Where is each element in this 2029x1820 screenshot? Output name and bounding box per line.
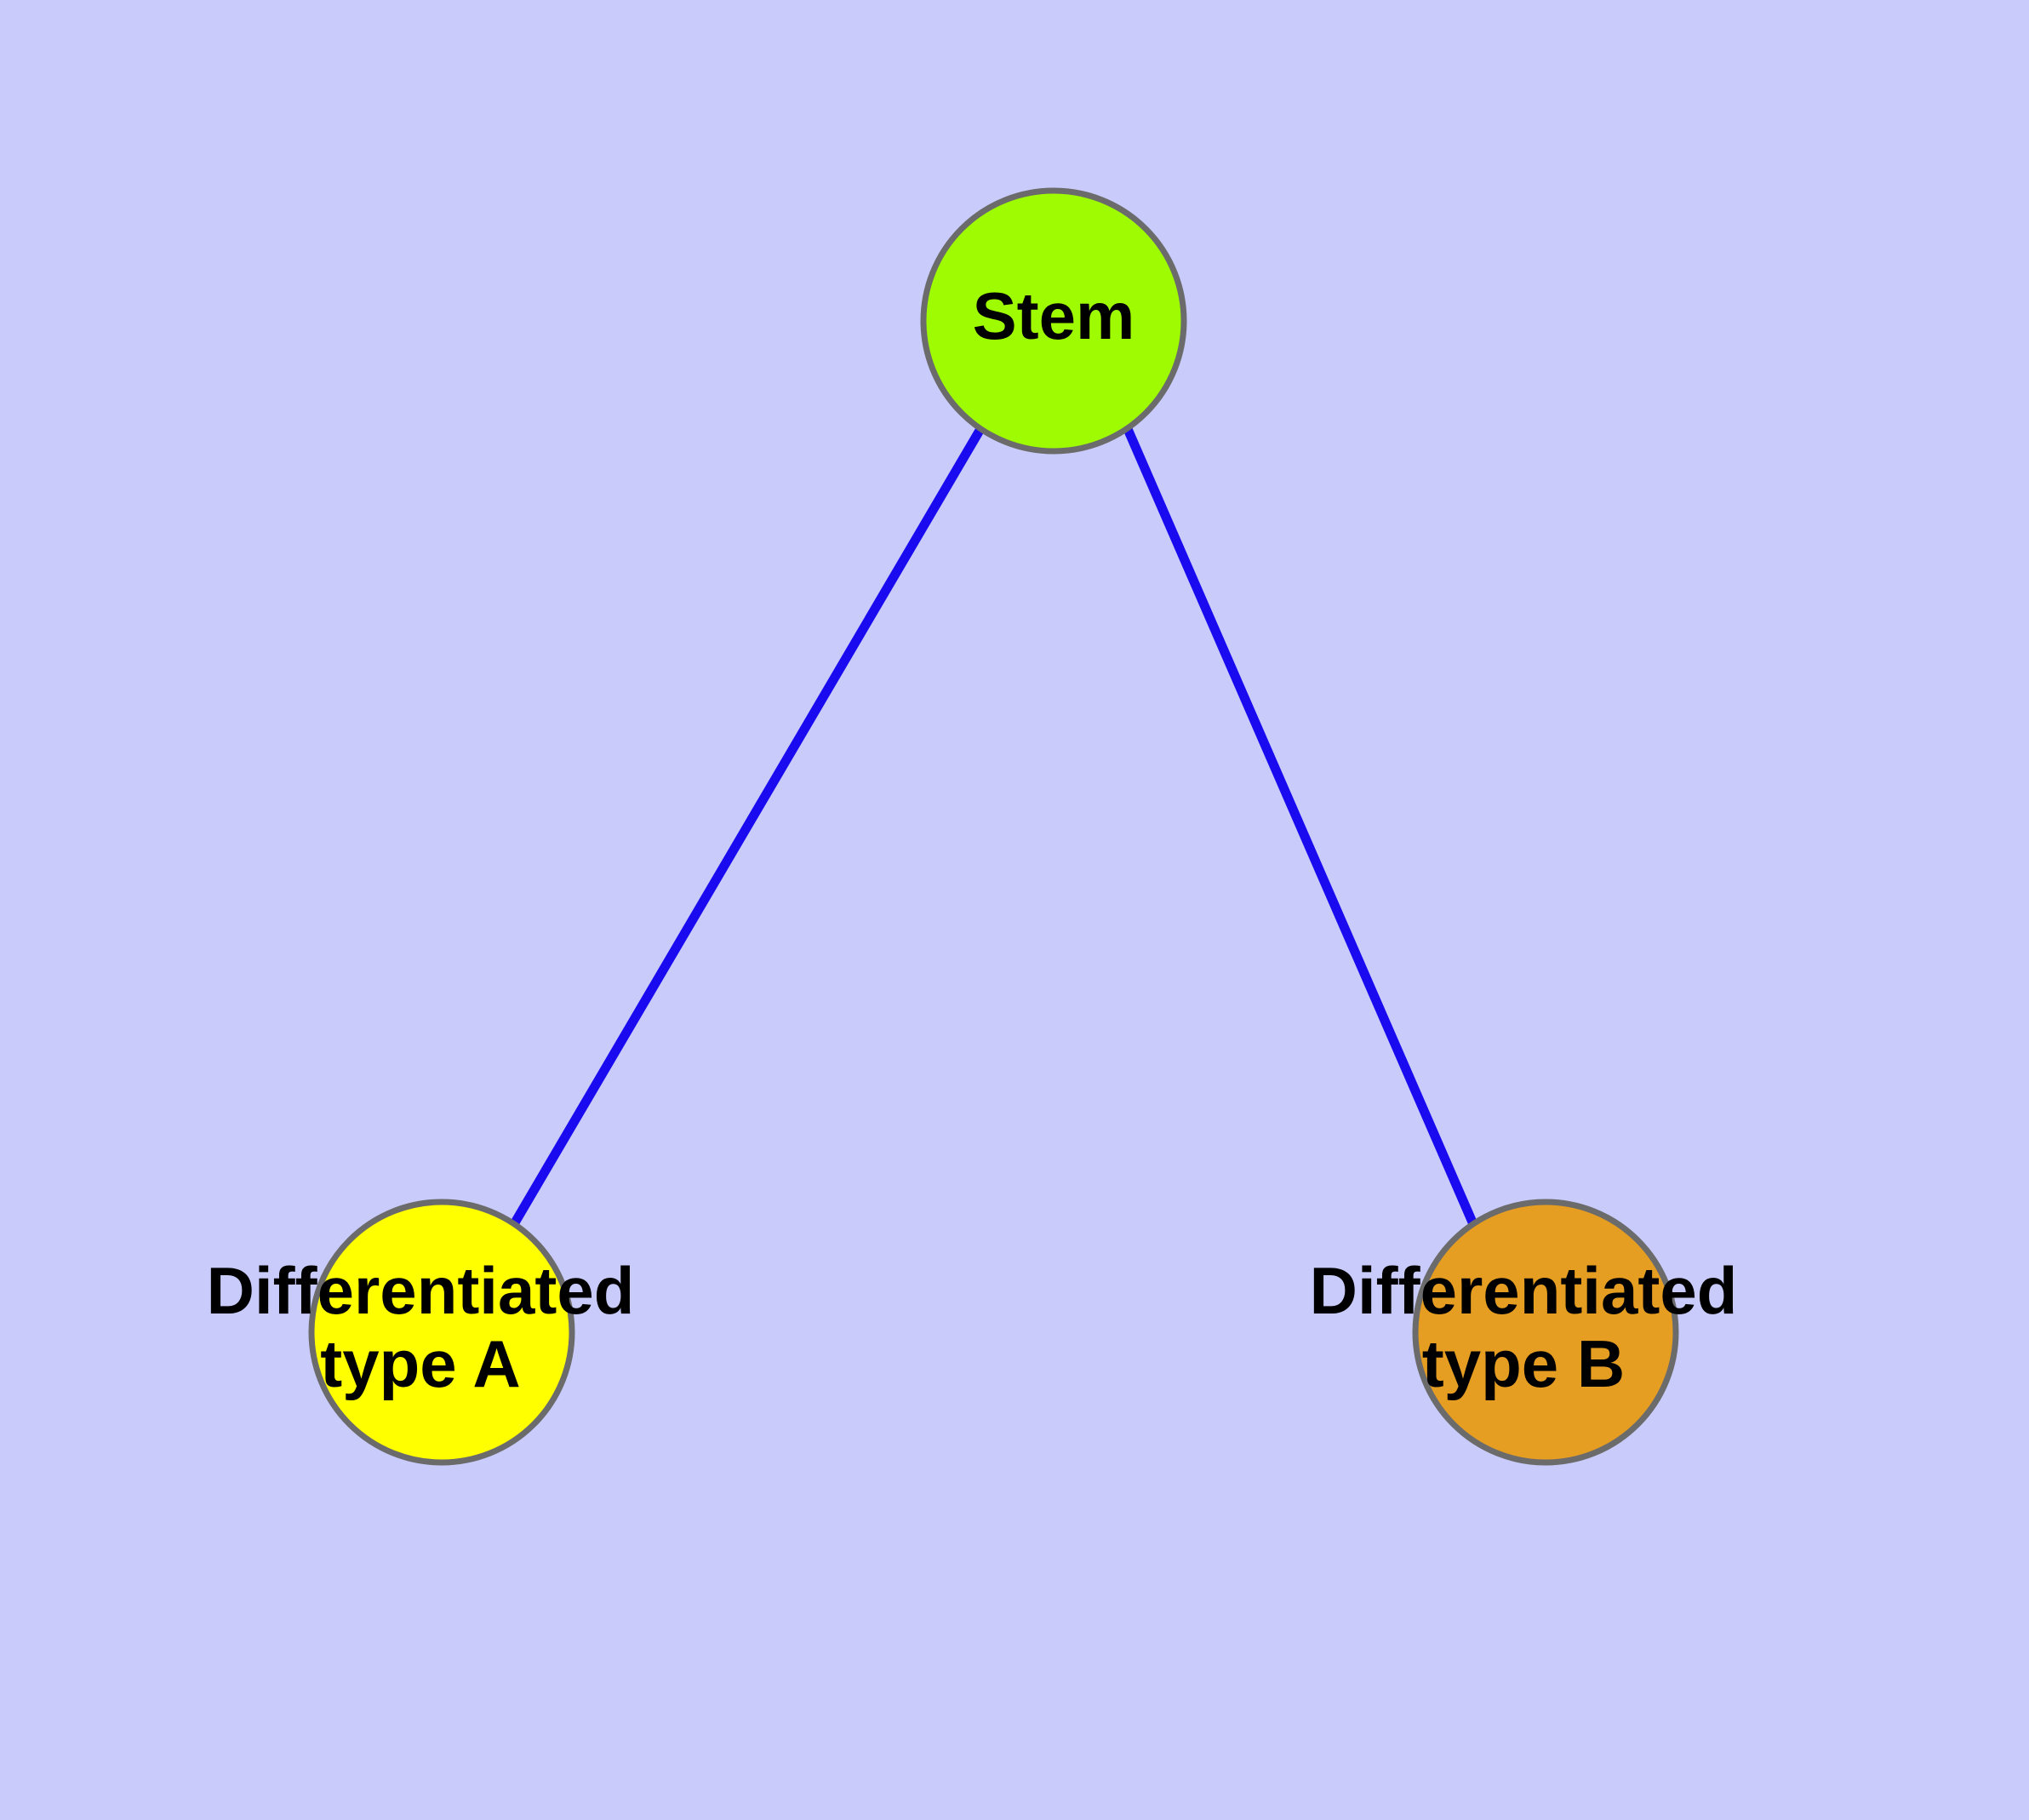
edge-stem-to-diff-a[interactable] — [510, 426, 985, 1227]
node-label-line: type A — [320, 1326, 521, 1401]
node-label-line: type B — [1422, 1326, 1625, 1401]
node-diff-b[interactable] — [1412, 1199, 1679, 1466]
node-stem[interactable] — [920, 187, 1187, 455]
node-label-line: Differentiated — [1310, 1253, 1738, 1328]
edge-stem-to-diff-b[interactable] — [1123, 426, 1478, 1227]
node-label-line: Differentiated — [207, 1253, 635, 1328]
node-label-line: Stem — [973, 278, 1135, 353]
edges-group — [510, 426, 1478, 1227]
node-label-stem: Stem — [973, 278, 1135, 353]
nodes-group — [308, 187, 1679, 1466]
node-diff-a[interactable] — [308, 1199, 575, 1466]
